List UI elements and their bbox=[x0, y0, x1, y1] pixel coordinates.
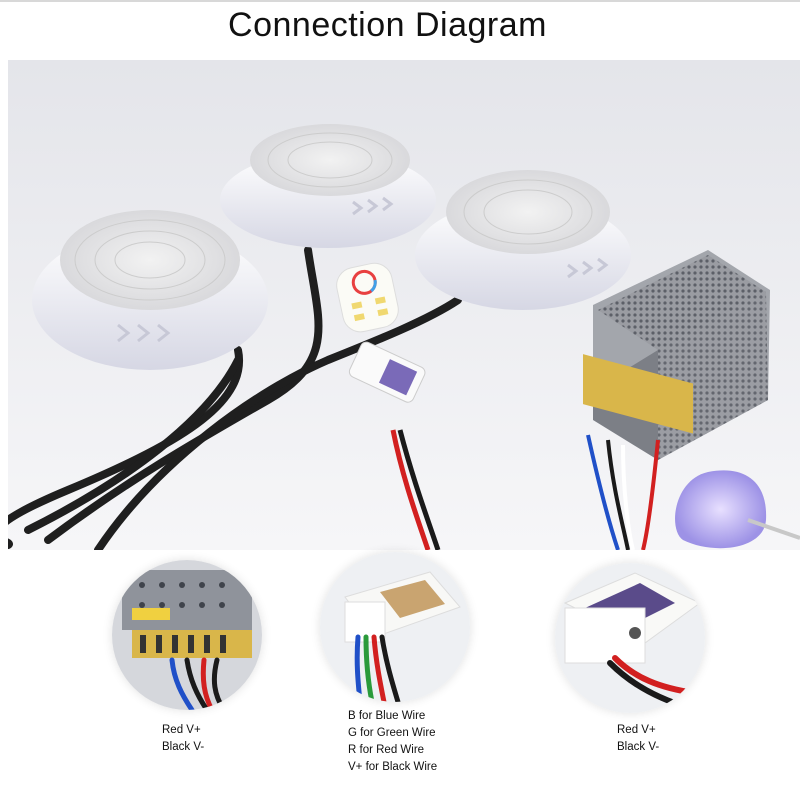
power-supply-closeup bbox=[112, 560, 262, 710]
power-supply-unit bbox=[583, 250, 770, 460]
caption-line: B for Blue Wire bbox=[348, 710, 426, 722]
rf-remote bbox=[336, 262, 399, 333]
signal-receiver-dome bbox=[675, 470, 800, 549]
main-connection-photo bbox=[8, 60, 800, 550]
rgb-controller bbox=[348, 341, 426, 403]
psu-output-wires bbox=[586, 434, 660, 550]
caption-line: G for Green Wire bbox=[348, 727, 436, 739]
lamp-cables bbox=[8, 246, 462, 550]
top-divider bbox=[0, 0, 800, 2]
caption-line: Black V- bbox=[162, 741, 205, 753]
power-supply-caption: Red V+ Black V- bbox=[162, 722, 204, 756]
caption-line: Red V+ bbox=[617, 724, 656, 736]
caption-line: Black V- bbox=[617, 741, 660, 753]
caption-line: R for Red Wire bbox=[348, 744, 425, 756]
pool-light-left bbox=[32, 210, 268, 370]
controller-rgb-wires-closeup bbox=[320, 552, 470, 702]
controller-power-caption: Red V+ Black V- bbox=[617, 722, 659, 756]
pool-light-back bbox=[220, 124, 436, 248]
controller-power-input-closeup bbox=[555, 563, 705, 713]
page-title: Connection Diagram bbox=[228, 6, 547, 44]
caption-line: V+ for Black Wire bbox=[348, 761, 438, 773]
pool-light-right bbox=[415, 170, 631, 310]
controller-wires-caption: B for Blue Wire G for Green Wire R for R… bbox=[348, 708, 437, 776]
caption-line: Red V+ bbox=[162, 724, 201, 736]
